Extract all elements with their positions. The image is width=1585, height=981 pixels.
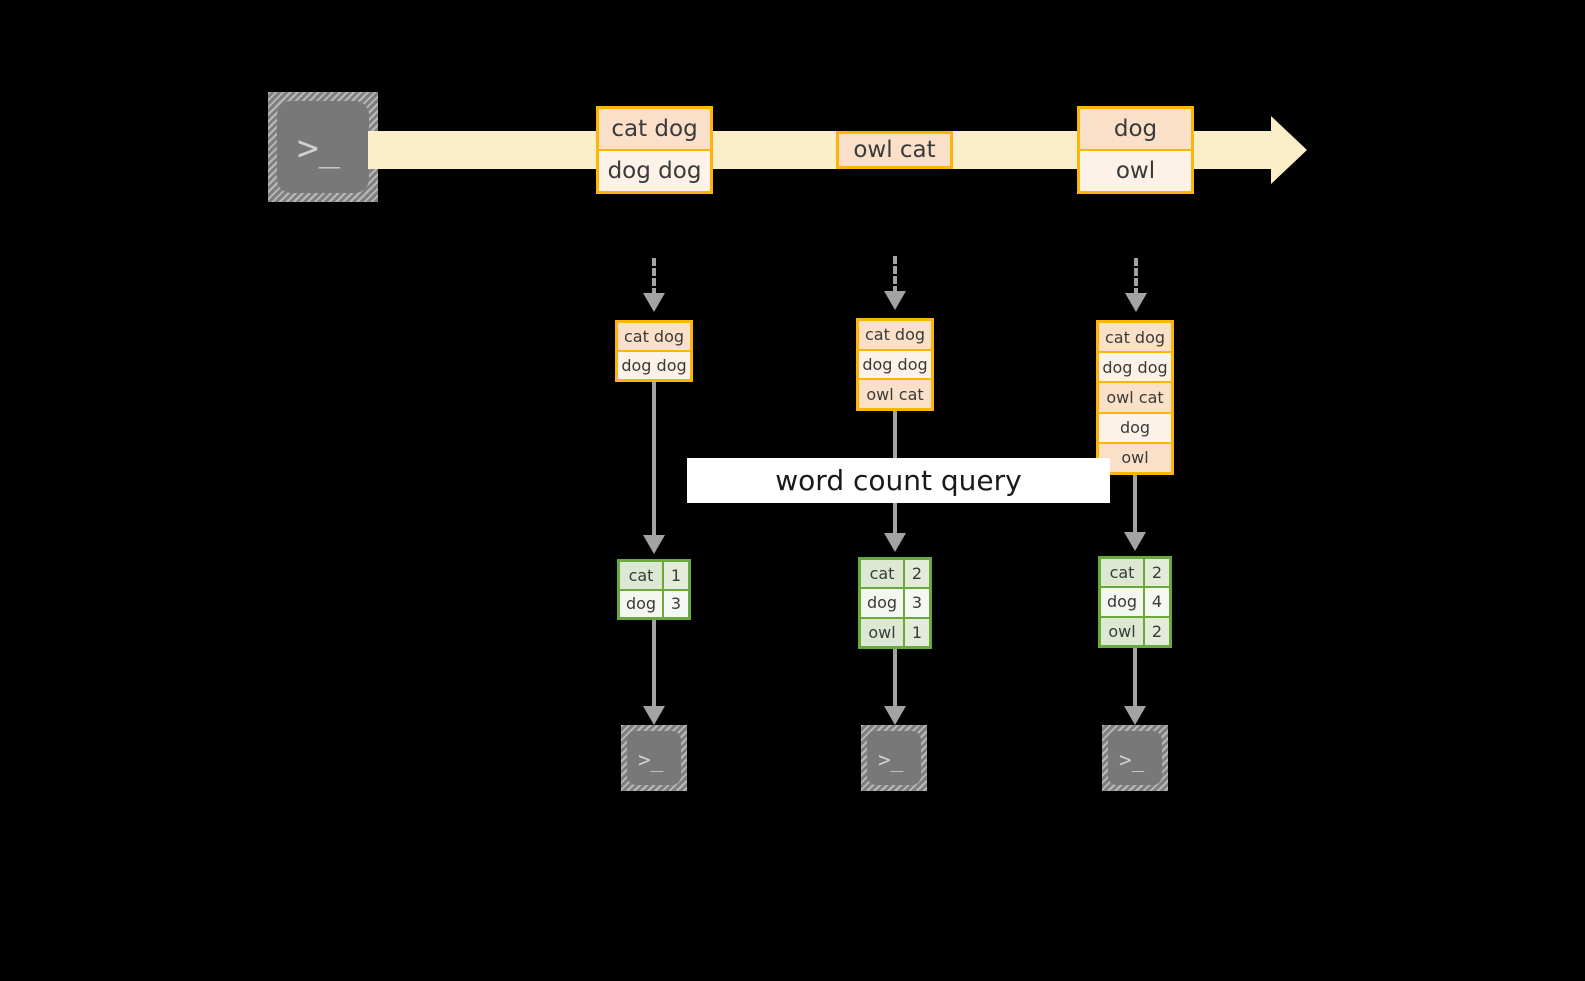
arrow-head-icon: [643, 535, 665, 554]
snapshot-input-line: owl cat: [859, 380, 931, 409]
arrow-head-icon: [643, 706, 665, 725]
arrow-head-icon: [884, 291, 906, 310]
result-count: 2: [1145, 559, 1169, 587]
stream-record-line: owl: [1080, 151, 1191, 191]
table-row: dog 3: [620, 590, 688, 617]
result-word: owl: [861, 618, 905, 646]
terminal-screen: >_: [1108, 731, 1162, 785]
result-count: 2: [905, 560, 929, 588]
result-count: 1: [664, 562, 688, 589]
stream-arrow-head-icon: [1271, 116, 1307, 184]
stream-record-batch-3: dog owl: [1077, 106, 1194, 194]
terminal-screen: >_: [867, 731, 921, 785]
result-count: 3: [905, 589, 929, 617]
snapshot-input-line: dog dog: [1099, 353, 1171, 384]
result-to-sink-connector: [893, 649, 897, 708]
arrow-head-icon: [884, 706, 906, 725]
result-word: dog: [1101, 588, 1145, 616]
terminal-screen: >_: [277, 101, 369, 193]
snapshot-input-line: dog dog: [859, 350, 931, 381]
terminal-prompt-label: >_: [878, 748, 904, 772]
terminal-icon-sink-1: >_: [621, 725, 687, 791]
stream-to-snapshot-connector: [1134, 258, 1138, 296]
query-label: word count query: [687, 458, 1110, 503]
snapshot-input-line: cat dog: [618, 323, 690, 352]
result-count: 4: [1145, 588, 1169, 616]
stream-to-snapshot-connector: [652, 258, 656, 296]
table-row: cat 2: [861, 560, 929, 590]
terminal-icon-sink-2: >_: [861, 725, 927, 791]
snapshot-input-3: cat dog dog dog owl cat dog owl: [1096, 320, 1174, 475]
stream-record-line: owl cat: [839, 134, 950, 166]
terminal-prompt-label: >_: [1119, 748, 1145, 772]
table-row: cat 1: [620, 562, 688, 591]
terminal-prompt-label: >_: [297, 128, 341, 169]
snapshot-input-line: owl cat: [1099, 383, 1171, 414]
result-word: owl: [1101, 617, 1145, 645]
result-word: cat: [861, 560, 905, 588]
terminal-icon-source: >_: [268, 92, 378, 202]
result-word: dog: [861, 589, 905, 617]
result-word: cat: [620, 562, 664, 589]
table-row: owl 1: [861, 618, 929, 646]
result-table-1: cat 1 dog 3: [617, 559, 691, 620]
query-connector: [1133, 475, 1137, 535]
query-connector: [652, 382, 656, 537]
snapshot-input-line: owl: [1099, 443, 1171, 473]
arrow-head-icon: [884, 533, 906, 552]
stream-record-batch-2: owl cat: [836, 131, 953, 169]
snapshot-input-2: cat dog dog dog owl cat: [856, 318, 934, 411]
terminal-screen: >_: [627, 731, 681, 785]
result-to-sink-connector: [1133, 648, 1137, 708]
result-table-2: cat 2 dog 3 owl 1: [858, 557, 932, 649]
snapshot-input-line: dog: [1099, 413, 1171, 444]
result-table-3: cat 2 dog 4 owl 2: [1098, 556, 1172, 648]
snapshot-input-line: dog dog: [618, 352, 690, 379]
result-count: 1: [905, 618, 929, 646]
table-row: cat 2: [1101, 559, 1169, 589]
table-row: dog 3: [861, 589, 929, 619]
arrow-head-icon: [1124, 532, 1146, 551]
result-word: dog: [620, 590, 664, 617]
snapshot-input-line: cat dog: [1099, 323, 1171, 354]
terminal-prompt-label: >_: [638, 748, 664, 772]
arrow-head-icon: [643, 293, 665, 312]
stream-record-line: dog dog: [599, 151, 710, 191]
stream-record-line: dog: [1080, 109, 1191, 151]
terminal-icon-sink-3: >_: [1102, 725, 1168, 791]
snapshot-input-line: cat dog: [859, 321, 931, 351]
table-row: owl 2: [1101, 617, 1169, 645]
stream-record-line: cat dog: [599, 109, 710, 151]
result-count: 3: [664, 590, 688, 617]
snapshot-input-1: cat dog dog dog: [615, 320, 693, 382]
table-row: dog 4: [1101, 588, 1169, 618]
stream-record-batch-1: cat dog dog dog: [596, 106, 713, 194]
arrow-head-icon: [1125, 293, 1147, 312]
result-word: cat: [1101, 559, 1145, 587]
result-to-sink-connector: [652, 620, 656, 708]
result-count: 2: [1145, 617, 1169, 645]
arrow-head-icon: [1124, 706, 1146, 725]
stream-to-snapshot-connector: [893, 256, 897, 294]
